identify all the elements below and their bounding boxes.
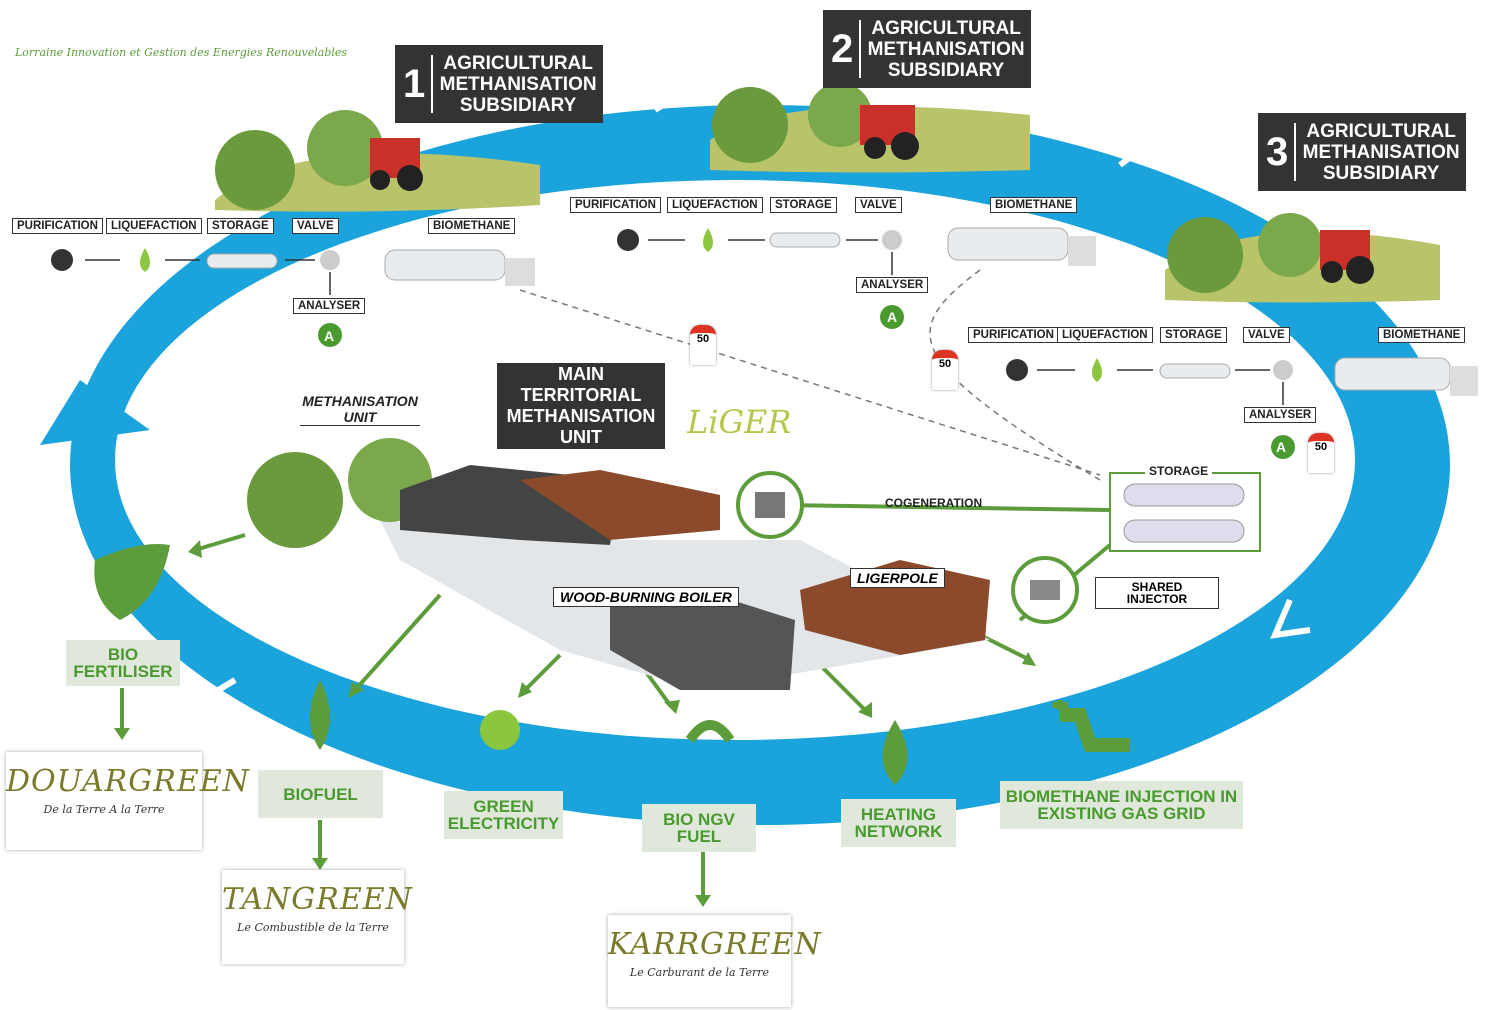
distance-marker: 50 [932, 350, 958, 390]
methanisation-unit-label: METHANISATION UNIT [300, 393, 420, 426]
purification-label: PURIFICATION [12, 218, 103, 234]
storage-tank-icon [206, 253, 278, 269]
subsidiary-label: AGRICULTURAL METHANISATION SUBSIDIARY [1302, 120, 1460, 184]
shared-injector-label: SHARED INJECTOR [1095, 577, 1219, 609]
valve-label: VALVE [855, 197, 902, 213]
bio-fertiliser-box: BIO FERTILISER [66, 640, 180, 686]
valve-label: VALVE [292, 218, 339, 234]
analyser-label: ANALYSER [293, 298, 366, 314]
analyser-icon [318, 323, 342, 347]
brand-name: KARRGREEN [608, 927, 822, 962]
storage-label: STORAGE [207, 218, 274, 234]
storage-label: STORAGE [770, 197, 837, 213]
loop-arrowhead [40, 380, 150, 445]
analyser-label: ANALYSER [1244, 407, 1317, 423]
farm-scene-1 [215, 110, 540, 212]
purification-icon [51, 249, 73, 271]
distance-value: 50 [1314, 441, 1328, 453]
subsidiary-number: 3 [1258, 123, 1297, 181]
storage-label: STORAGE [1160, 327, 1227, 343]
subsidiary-label: AGRICULTURAL METHANISATION SUBSIDIARY [439, 52, 597, 116]
brand-tagline: Le Combustible de la Terre [237, 921, 389, 934]
tagline: Lorraine Innovation et Gestion des Energ… [15, 46, 348, 59]
green-arrowheads [114, 540, 1036, 907]
bulb-icon [480, 710, 520, 750]
liquefaction-label: LIQUEFACTION [1057, 327, 1153, 343]
karrgreen-logo: KARRGREEN Le Carburant de la Terre [608, 915, 822, 1007]
loop-chevron [639, 80, 698, 113]
loop-chevron [203, 677, 247, 713]
subsidiary-label: AGRICULTURAL METHANISATION SUBSIDIARY [867, 17, 1025, 81]
tangreen-logo: TANGREEN Le Combustible de la Terre [222, 870, 413, 964]
analyser-badge: A [324, 328, 335, 344]
loop-chevron [1270, 598, 1311, 639]
fuel-nozzle-icon [685, 720, 735, 743]
biofuel-box: BIOFUEL [258, 770, 383, 818]
dashed-flow [1269, 459, 1311, 491]
analyser-badge: A [887, 309, 898, 325]
loop-chevron [1089, 132, 1147, 168]
brand-name: TANGREEN [222, 882, 413, 917]
farm-scene-2 [710, 83, 1030, 173]
wood-boiler-label: WOOD-BURNING BOILER [553, 587, 739, 607]
green-electricity-box: GREEN ELECTRICITY [444, 791, 563, 839]
subsidiary-2-header: 2 AGRICULTURAL METHANISATION SUBSIDIARY [823, 10, 1031, 88]
subsidiary-1-header: 1 AGRICULTURAL METHANISATION SUBSIDIARY [395, 45, 603, 123]
heating-network-box: HEATING NETWORK [841, 799, 956, 847]
douargreen-logo: DOUARGREEN De la Terre A la Terre [6, 752, 250, 850]
analyser-label: ANALYSER [856, 277, 929, 293]
biomethane-label: BIOMETHANE [1378, 327, 1466, 343]
ligerpole-label: LIGERPOLE [850, 568, 945, 588]
bio-ngv-box: BIO NGV FUEL [642, 804, 756, 852]
main-unit-label: MAIN TERRITORIAL METHANISATION UNIT [506, 364, 656, 447]
liquefaction-icon [140, 248, 150, 272]
drop-icon [882, 720, 908, 785]
gas-injection-box: BIOMETHANE INJECTION IN EXISTING GAS GRI… [1000, 781, 1243, 829]
leaf-icon [94, 544, 170, 620]
liquefaction-label: LIQUEFACTION [667, 197, 763, 213]
flame-icon [310, 680, 330, 750]
valve-label: VALVE [1243, 327, 1290, 343]
brand-name: DOUARGREEN [6, 764, 250, 799]
purification-label: PURIFICATION [968, 327, 1059, 343]
subsidiary-number: 2 [823, 20, 862, 78]
distance-marker: 50 [1308, 433, 1334, 473]
valve-icon [320, 250, 340, 270]
process-chain-2-icons [617, 227, 1096, 329]
distance-value: 50 [938, 358, 952, 370]
subsidiary-number: 1 [395, 55, 434, 113]
liquefaction-label: LIQUEFACTION [106, 218, 202, 234]
truck-icon [384, 249, 506, 281]
brand-tagline: De la Terre A la Terre [43, 803, 165, 816]
process-chain-3-icons [1006, 357, 1478, 459]
biomethane-label: BIOMETHANE [428, 218, 516, 234]
analyser-badge: A [1276, 439, 1287, 455]
distance-value: 50 [696, 333, 710, 345]
process-chain-1-icons [51, 248, 535, 347]
main-unit-header: MAIN TERRITORIAL METHANISATION UNIT [497, 363, 665, 449]
subsidiary-3-header: 3 AGRICULTURAL METHANISATION SUBSIDIARY [1258, 113, 1466, 191]
dashed-flow [519, 289, 1101, 476]
storage-hub-label: STORAGE [1145, 464, 1213, 478]
cogeneration-label: COGENERATION [885, 496, 983, 510]
brand-tagline: Le Carburant de la Terre [629, 966, 770, 979]
liger-logo: LiGER [687, 403, 792, 441]
distance-marker: 50 [690, 325, 716, 365]
farm-scene-3 [1165, 213, 1440, 303]
purification-label: PURIFICATION [570, 197, 661, 213]
biomethane-label: BIOMETHANE [990, 197, 1078, 213]
